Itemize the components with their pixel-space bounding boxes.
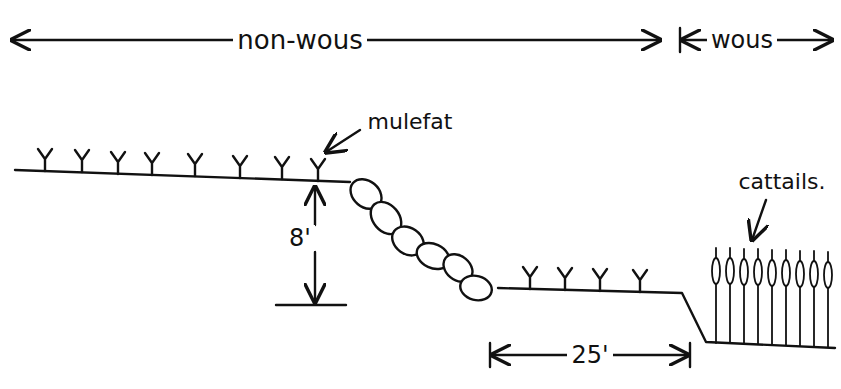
dimension-line xyxy=(314,252,316,302)
channel-profile xyxy=(498,288,835,348)
riprap xyxy=(345,173,495,304)
leader-arrow xyxy=(326,130,360,152)
region-label: wous xyxy=(707,27,777,53)
plant-label: mulefat xyxy=(364,110,457,134)
dimension-baseline xyxy=(276,304,346,306)
upper-bank xyxy=(15,170,350,182)
dimension-line xyxy=(314,187,316,225)
mulefat-plants xyxy=(38,149,325,181)
leader-arrow xyxy=(752,200,766,240)
plant-label: cattails. xyxy=(735,170,830,194)
mulefat-plants xyxy=(523,267,647,292)
region-label: non-wous xyxy=(233,26,366,55)
dimension-label: 8' xyxy=(285,225,315,251)
dimension-label: 25' xyxy=(567,342,612,368)
cattails xyxy=(712,248,832,347)
